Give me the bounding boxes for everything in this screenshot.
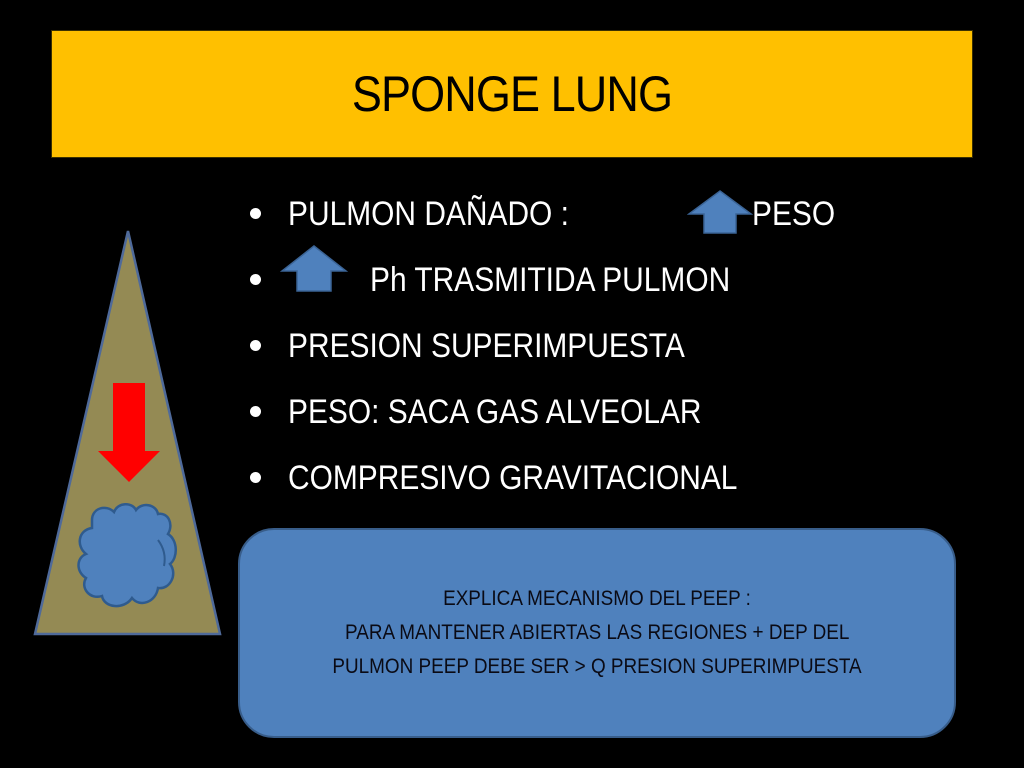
bullet-item-compresivo-gravitacional: COMPRESIVO GRAVITACIONAL bbox=[250, 452, 890, 518]
cloud-icon bbox=[77, 503, 177, 608]
down-arrow-icon bbox=[98, 383, 160, 482]
bullet-text: PULMON DAÑADO : bbox=[288, 195, 569, 233]
bullet-item-peso-saca-gas: PESO: SACA GAS ALVEOLAR bbox=[250, 386, 890, 452]
bullet-dot-icon bbox=[250, 472, 261, 483]
note-line-1: EXPLICA MECANISMO DEL PEEP : bbox=[443, 587, 751, 610]
slide-title: SPONGE LUNG bbox=[351, 66, 673, 122]
note-line-3: PULMON PEEP DEBE SER > Q PRESION SUPERIM… bbox=[332, 655, 862, 678]
lung-diagram bbox=[33, 230, 222, 636]
bullet-dot-icon bbox=[250, 406, 261, 417]
bullet-list: PULMON DAÑADO : PESO Ph TRASMITIDA PULMO… bbox=[250, 188, 890, 518]
bullet-dot-icon bbox=[250, 340, 261, 351]
bullet-item-presion-superimpuesta: PRESION SUPERIMPUESTA bbox=[250, 320, 890, 386]
bullet-text: COMPRESIVO GRAVITACIONAL bbox=[288, 459, 738, 497]
bullet-text: PESO: SACA GAS ALVEOLAR bbox=[288, 393, 702, 431]
up-arrow-icon bbox=[687, 190, 753, 234]
title-bar: SPONGE LUNG bbox=[51, 30, 973, 158]
bullet-dot-icon bbox=[250, 274, 261, 285]
bullet-dot-icon bbox=[250, 208, 261, 219]
bullet-suffix: PESO bbox=[752, 195, 836, 233]
note-line-2: PARA MANTENER ABIERTAS LAS REGIONES + DE… bbox=[344, 621, 850, 644]
bullet-text: Ph TRASMITIDA PULMON bbox=[370, 261, 731, 299]
bullet-item-pulmon-danado: PULMON DAÑADO : PESO bbox=[250, 188, 890, 254]
bullet-item-ph-trasmitida: Ph TRASMITIDA PULMON bbox=[250, 245, 890, 320]
up-arrow-icon bbox=[280, 245, 348, 292]
bullet-text: PRESION SUPERIMPUESTA bbox=[288, 327, 685, 365]
peep-explanation-box: EXPLICA MECANISMO DEL PEEP : PARA MANTEN… bbox=[238, 528, 956, 738]
